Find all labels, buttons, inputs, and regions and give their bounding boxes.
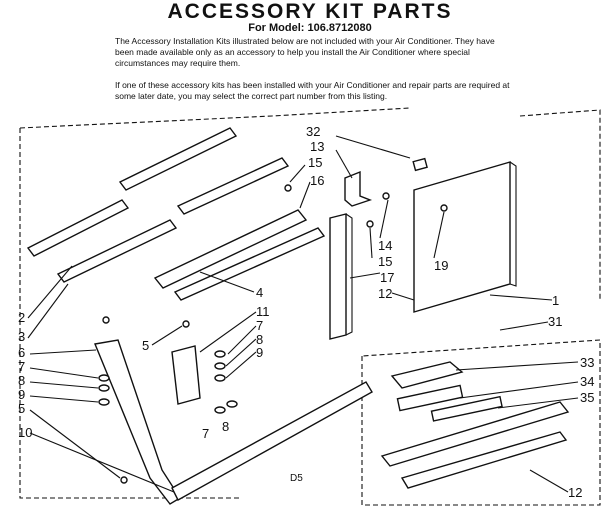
callout-label: 1 bbox=[552, 293, 559, 308]
angle-bracket-part-6 bbox=[94, 339, 181, 505]
support-part-17 bbox=[329, 213, 353, 340]
kit-parts-31 bbox=[380, 361, 570, 489]
callout-label: 15 bbox=[378, 254, 392, 269]
callout-label: 9 bbox=[18, 387, 25, 402]
long-rail-part-10 bbox=[171, 381, 373, 501]
intro-paragraph-1: The Accessory Installation Kits illustra… bbox=[115, 36, 495, 68]
callout-label: 16 bbox=[310, 173, 324, 188]
callout-label: 8 bbox=[18, 373, 25, 388]
callout-label: 31 bbox=[548, 314, 562, 329]
screws bbox=[102, 184, 448, 484]
callout-numbers: 32 13 15 16 14 15 17 12 19 1 31 4 11 7 8… bbox=[18, 124, 594, 500]
callout-label: 4 bbox=[256, 285, 263, 300]
callout-label: 7 bbox=[18, 359, 25, 374]
callout-label: 35 bbox=[580, 390, 594, 405]
callout-label: 33 bbox=[580, 355, 594, 370]
figure-code: D5 bbox=[290, 473, 303, 484]
callout-label: 11 bbox=[256, 304, 270, 319]
group-outline-kit-31 bbox=[361, 339, 601, 506]
rail-parts-2-3 bbox=[26, 127, 290, 283]
bracket-part-13 bbox=[344, 170, 373, 207]
callout-label: 8 bbox=[222, 419, 229, 434]
callout-label: 10 bbox=[18, 425, 32, 440]
model-number: For Model: 106.8712080 bbox=[248, 22, 372, 34]
callout-label: 6 bbox=[18, 345, 25, 360]
cap-part-32 bbox=[412, 157, 428, 172]
callout-label: 32 bbox=[306, 124, 320, 139]
channel-part-16 bbox=[153, 209, 326, 301]
washers bbox=[98, 350, 238, 414]
callout-label: 34 bbox=[580, 374, 594, 389]
page-title: ACCESSORY KIT PARTS bbox=[167, 0, 453, 23]
callout-label: 12 bbox=[378, 286, 392, 301]
callout-label: 19 bbox=[434, 258, 448, 273]
callout-label: 15 bbox=[308, 155, 322, 170]
callout-label: 14 bbox=[378, 238, 392, 253]
panel-part-1 bbox=[413, 161, 517, 313]
callout-label: 9 bbox=[256, 345, 263, 360]
leader-lines bbox=[27, 135, 579, 493]
callout-label: 12 bbox=[568, 485, 582, 500]
callout-label: 13 bbox=[310, 139, 324, 154]
callout-label: 8 bbox=[256, 332, 263, 347]
callout-label: 7 bbox=[256, 318, 263, 333]
callout-label: 3 bbox=[18, 329, 25, 344]
clip-part-11 bbox=[171, 345, 201, 405]
callout-label: 5 bbox=[18, 401, 25, 416]
callout-label: 7 bbox=[202, 426, 209, 441]
callout-label: 17 bbox=[380, 270, 394, 285]
intro-paragraph-2: If one of these accessory kits has been … bbox=[115, 80, 510, 101]
callout-label: 2 bbox=[18, 310, 25, 325]
callout-label: 5 bbox=[142, 338, 149, 353]
